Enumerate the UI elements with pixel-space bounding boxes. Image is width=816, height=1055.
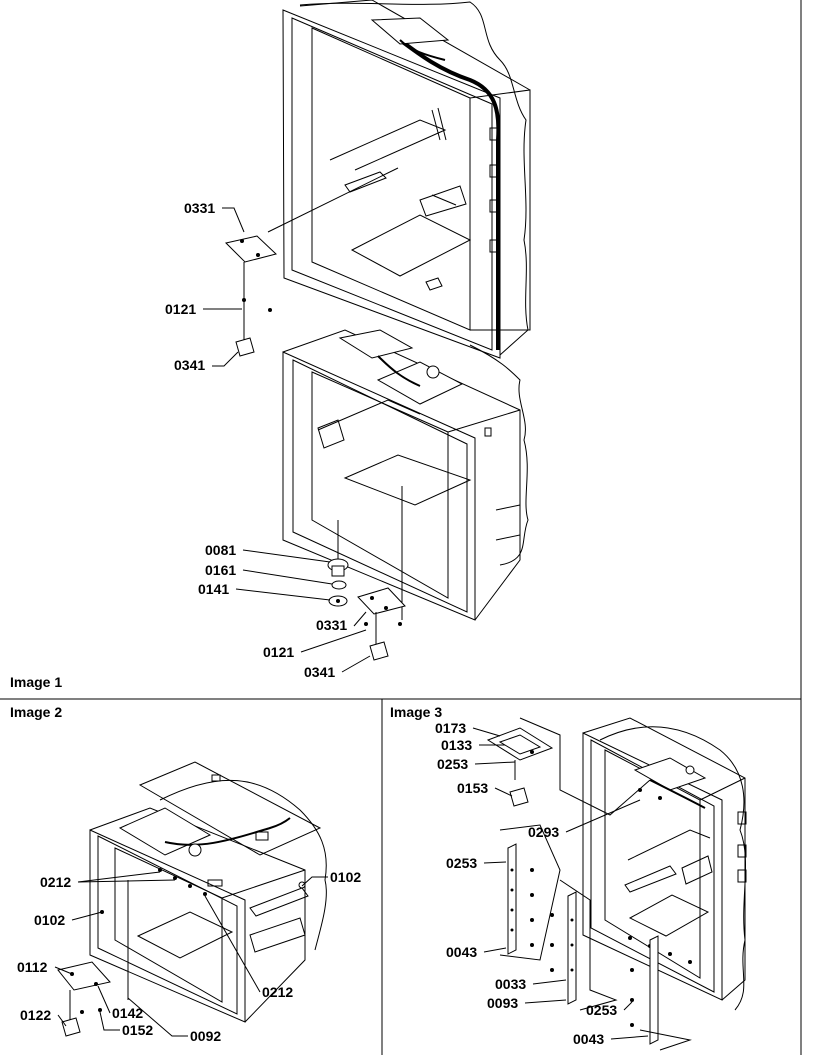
callout-0043-b: 0043 [573,1031,604,1047]
callout-0253-b: 0253 [446,855,477,871]
callout-0081: 0081 [205,542,236,558]
callout-0093: 0093 [487,995,518,1011]
callout-0331-b: 0331 [316,617,347,633]
callout-0121-b: 0121 [263,644,294,660]
image3-hardware [486,717,692,1051]
callout-0102-a: 0102 [330,869,361,885]
image2-liner [89,761,327,1023]
image2-title: Image 2 [10,704,62,720]
callout-0112: 0112 [17,959,48,975]
image1-lower-liner [282,329,529,621]
callout-0141: 0141 [198,581,229,597]
callout-0341-b: 0341 [304,664,335,680]
callout-0331-a: 0331 [184,200,215,216]
callout-0033: 0033 [495,976,526,992]
callout-0161: 0161 [205,562,236,578]
callout-0122: 0122 [20,1007,51,1023]
callout-0341-a: 0341 [174,357,205,373]
image2-hardware [57,961,111,1037]
callout-0043-a: 0043 [446,944,477,960]
callout-0133: 0133 [441,737,472,753]
image1-callouts: Image 1 0331 0121 0341 0081 0161 0141 03… [10,200,371,690]
image3-callouts: Image 3 0173 0133 0253 0153 0293 0253 00… [390,704,649,1047]
image3-liner [582,717,747,1011]
callout-0092: 0092 [190,1028,221,1044]
image3-title: Image 3 [390,704,442,720]
callout-0142: 0142 [112,1005,143,1021]
callout-0253-a: 0253 [437,756,468,772]
callout-0293: 0293 [528,824,559,840]
image2-callouts: Image 2 0212 0102 0102 0112 0142 0122 01… [10,704,361,1044]
callout-0253-c: 0253 [586,1002,617,1018]
callout-0173: 0173 [435,720,466,736]
image1-title: Image 1 [10,674,62,690]
image1-upper-liner [267,0,531,359]
callout-0102-b: 0102 [34,912,65,928]
callout-0212-b: 0212 [262,984,293,1000]
callout-0152: 0152 [122,1022,153,1038]
callout-0121-a: 0121 [165,301,196,317]
callout-0153: 0153 [457,780,488,796]
callout-0212-a: 0212 [40,874,71,890]
image1-hardware [225,235,406,661]
